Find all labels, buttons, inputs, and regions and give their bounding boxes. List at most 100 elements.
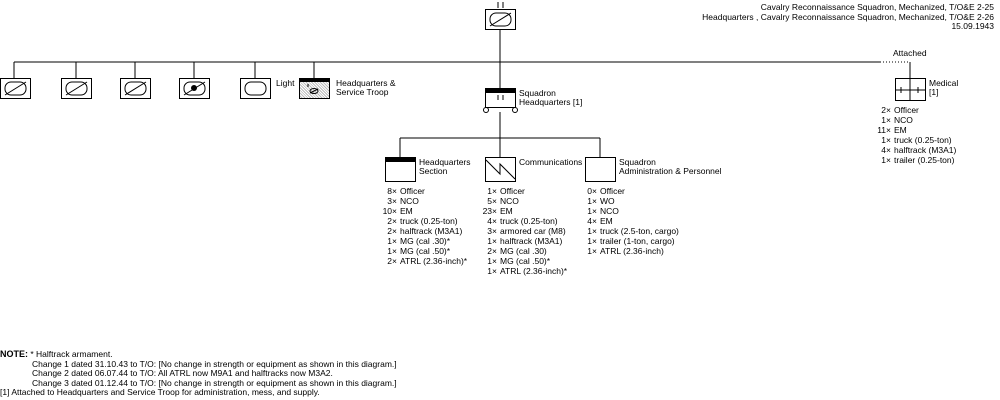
admin-personnel-label-line2: Administration & Personnel (619, 166, 722, 176)
personnel-quantity: 4× (881, 145, 891, 155)
personnel-row: 2×MG (cal .30) (480, 246, 567, 256)
personnel-quantity: 23× (482, 206, 497, 216)
personnel-item: trailer (0.25-ton) (894, 155, 955, 165)
personnel-item: armored car (M8) (500, 226, 566, 236)
personnel-quantity: 1× (487, 186, 497, 196)
note-change-2: Change 2 dated 06.07.44 to T/O: All ATRL… (32, 368, 333, 378)
personnel-row: 4×EM (580, 216, 679, 226)
squadron-hq-label-line1: Squadron (519, 88, 556, 98)
personnel-item: NCO (500, 196, 519, 206)
notes-block: NOTE: * Halftrack armament. Change 1 dat… (0, 349, 397, 398)
personnel-item: trailer (1-ton, cargo) (600, 236, 675, 246)
communications-label: Communications (519, 157, 583, 167)
personnel-quantity: 1× (587, 206, 597, 216)
personnel-quantity: 1× (881, 115, 891, 125)
personnel-item: Officer (894, 105, 919, 115)
personnel-item: halftrack (M3A1) (500, 236, 563, 246)
attached-label: Attached (893, 48, 927, 58)
personnel-row: 1×NCO (874, 115, 956, 125)
light-tank-company-symbol (240, 78, 271, 99)
personnel-quantity: 5× (487, 196, 497, 206)
personnel-quantity: 4× (487, 216, 497, 226)
personnel-quantity: 1× (587, 236, 597, 246)
hq-section-label: Headquarters Section (419, 158, 471, 176)
personnel-quantity: 4× (587, 216, 597, 226)
personnel-item: MG (cal .30) (500, 246, 547, 256)
personnel-quantity: 2× (881, 105, 891, 115)
assault-gun-troop-symbol (179, 78, 210, 99)
personnel-item: halftrack (M3A1) (400, 226, 463, 236)
header-title-1: Cavalry Reconnaissance Squadron, Mechani… (760, 2, 994, 12)
personnel-quantity: 1× (387, 246, 397, 256)
personnel-quantity: 2× (387, 256, 397, 266)
personnel-item: truck (0.25-ton) (894, 135, 952, 145)
personnel-row: 1×NCO (580, 206, 679, 216)
personnel-quantity: 3× (387, 196, 397, 206)
personnel-row: 1×trailer (1-ton, cargo) (580, 236, 679, 246)
personnel-quantity: 10× (382, 206, 397, 216)
personnel-quantity: 0× (587, 186, 597, 196)
personnel-item: truck (0.25-ton) (500, 216, 558, 226)
personnel-row: 10×EM (380, 206, 467, 216)
hq-section-label-line1: Headquarters (419, 157, 471, 167)
personnel-row: 1×trailer (0.25-ton) (874, 155, 956, 165)
personnel-row: 1×truck (2.5-ton, cargo) (580, 226, 679, 236)
personnel-row: 2×halftrack (M3A1) (380, 226, 467, 236)
header-date: 15.09.1943 (951, 21, 994, 31)
personnel-quantity: 8× (387, 186, 397, 196)
communications-symbol (485, 157, 516, 182)
personnel-quantity: 1× (881, 135, 891, 145)
personnel-row: 3×NCO (380, 196, 467, 206)
header-title-2: Headquarters , Cavalry Reconnaissance Sq… (702, 11, 994, 22)
personnel-item: EM (400, 206, 413, 216)
squadron-hq-wheels-icon (483, 107, 518, 113)
personnel-item: NCO (894, 115, 913, 125)
personnel-row: 4×truck (0.25-ton) (480, 216, 567, 226)
personnel-row: 1×MG (cal .30)* (380, 236, 467, 246)
personnel-item: WO (600, 196, 615, 206)
personnel-item: Officer (400, 186, 425, 196)
medical-label: Medical [1] (929, 79, 958, 97)
hq-service-troop-label: Headquarters & Service Troop (336, 79, 396, 97)
personnel-item: Officer (600, 186, 625, 196)
note-footnote-1: [1] Attached to Headquarters and Service… (0, 387, 320, 397)
squadron-hq-symbol (485, 88, 516, 108)
personnel-item: MG (cal .50)* (500, 256, 551, 266)
personnel-row: 4×halftrack (M3A1) (874, 145, 956, 155)
personnel-quantity: 2× (487, 246, 497, 256)
medical-symbol (895, 78, 926, 101)
personnel-item: NCO (600, 206, 619, 216)
personnel-row: 3×armored car (M8) (480, 226, 567, 236)
personnel-item: EM (894, 125, 907, 135)
note-star: * Halftrack armament. (28, 349, 113, 359)
squadron-hq-label-line2: Headquarters [1] (519, 97, 583, 107)
medical-label-line1: Medical (929, 78, 959, 88)
note-label: NOTE: (0, 349, 28, 359)
personnel-row: 1×MG (cal .50)* (480, 256, 567, 266)
personnel-row: 1×MG (cal .50)* (380, 246, 467, 256)
personnel-item: Officer (500, 186, 525, 196)
personnel-item: MG (cal .50)* (400, 246, 451, 256)
personnel-quantity: 11× (877, 125, 891, 135)
personnel-quantity: 1× (587, 196, 597, 206)
personnel-quantity: 1× (487, 236, 497, 246)
personnel-row: 1×truck (0.25-ton) (874, 135, 956, 145)
hq-service-troop-label-line2: Service Troop (336, 87, 389, 97)
personnel-item: truck (2.5-ton, cargo) (600, 226, 679, 236)
personnel-item: truck (0.25-ton) (400, 216, 458, 226)
note-change-1: Change 1 dated 31.10.43 to T/O: [No chan… (32, 358, 397, 369)
recon-troop-symbol-1 (0, 78, 31, 99)
personnel-row: 8×Officer (380, 186, 467, 196)
personnel-row: 5×NCO (480, 196, 567, 206)
personnel-row: 11×EM (874, 125, 956, 135)
personnel-item: ATRL (2.36-inch)* (500, 266, 568, 276)
hq-section-symbol (385, 157, 416, 182)
personnel-item: EM (600, 216, 613, 226)
personnel-row: 1×ATRL (2.36-inch)* (480, 266, 567, 276)
hq-service-troop-label-line1: Headquarters & (336, 78, 396, 88)
personnel-quantity: 3× (487, 226, 497, 236)
